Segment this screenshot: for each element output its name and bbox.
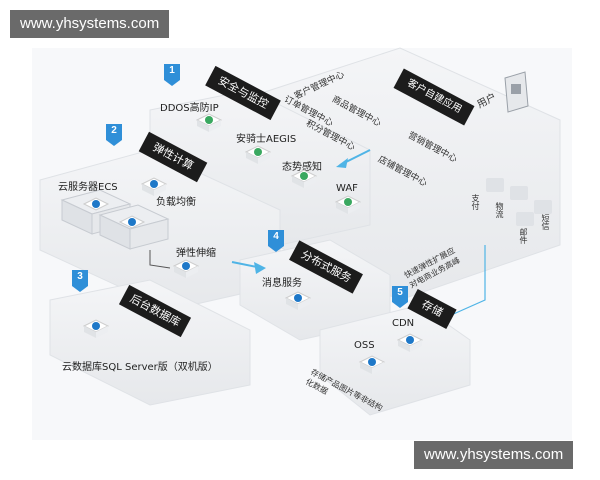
shield-icon bbox=[195, 113, 223, 132]
autoscaling-label: 弹性伸缩 bbox=[176, 248, 216, 259]
badge-2: 2 bbox=[106, 124, 122, 146]
mail-icon: 邮件 bbox=[519, 228, 528, 244]
cdn-icon bbox=[396, 333, 424, 352]
flow-arrows bbox=[149, 149, 486, 321]
message-queue-icon bbox=[284, 291, 312, 310]
scaling-icon bbox=[172, 259, 200, 278]
platform-database bbox=[49, 279, 251, 406]
user-device bbox=[504, 71, 529, 113]
badge-1: 1 bbox=[164, 64, 180, 86]
logistics-icon: 物流 bbox=[495, 202, 504, 218]
slb-label: 负载均衡 bbox=[156, 197, 196, 208]
cdn-label: CDN bbox=[392, 318, 415, 329]
oss-label: OSS bbox=[354, 340, 375, 351]
client-icon-tiles bbox=[486, 178, 552, 226]
arrow-clients-to-cdn bbox=[439, 245, 486, 321]
storage-title: 存储 bbox=[419, 297, 445, 320]
guard-icon bbox=[244, 145, 272, 164]
ecs-server-stack bbox=[60, 189, 170, 250]
server-icon bbox=[118, 215, 146, 229]
oss-icon bbox=[358, 355, 386, 374]
mq-label: 消息服务 bbox=[262, 278, 302, 289]
database-icon bbox=[82, 319, 110, 338]
load-balancer-icon bbox=[140, 177, 168, 196]
line-compute-to-scaling bbox=[149, 250, 171, 269]
badge-3: 3 bbox=[72, 270, 88, 292]
aegis-label: 安骑士AEGIS bbox=[236, 134, 297, 145]
radar-icon bbox=[290, 169, 318, 188]
sqlserver-label: 云数据库SQL Server版（双机版） bbox=[62, 362, 218, 373]
ecs-label: 云服务器ECS bbox=[58, 182, 118, 193]
sms-icon: 短信 bbox=[541, 214, 550, 230]
firewall-icon bbox=[334, 195, 362, 214]
ddos-label: DDOS高防IP bbox=[160, 103, 219, 114]
watermark-bottom: www.yhsystems.com bbox=[414, 441, 574, 469]
server-icon bbox=[82, 197, 110, 211]
watermark-top: www.yhsystems.com bbox=[10, 10, 170, 38]
payment-icon: 支付 bbox=[471, 194, 480, 210]
badge-4: 4 bbox=[268, 230, 284, 252]
badge-5: 5 bbox=[392, 286, 408, 308]
situation-label: 态势感知 bbox=[282, 162, 322, 173]
waf-label: WAF bbox=[336, 183, 358, 194]
